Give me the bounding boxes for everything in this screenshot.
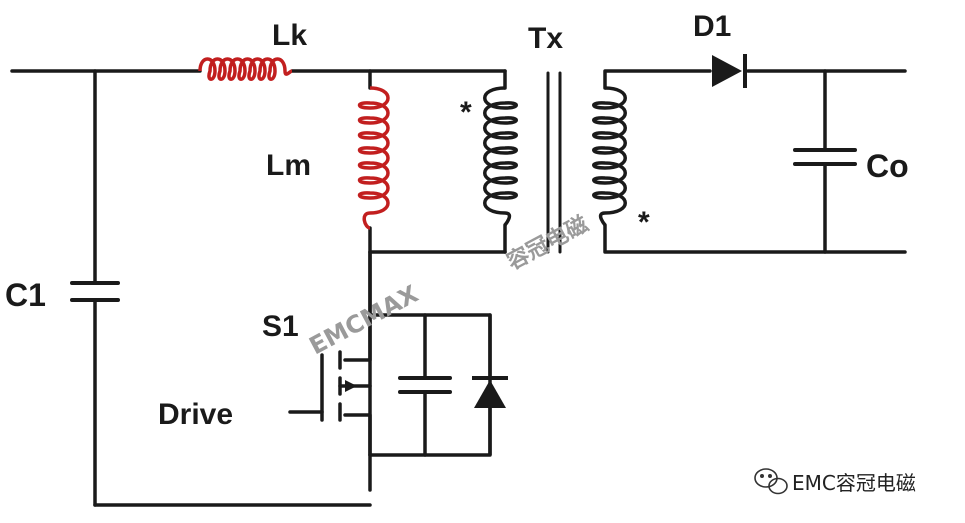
- secondary-top-lead: [603, 69, 712, 90]
- lk-label: Lk: [272, 19, 307, 52]
- tx-label: Tx: [528, 22, 563, 55]
- primary-winding: [483, 86, 518, 227]
- wechat-icon: [754, 468, 788, 495]
- drive-label: Drive: [158, 398, 233, 431]
- s1-label: S1: [262, 310, 299, 343]
- brand-text: EMC容冠电磁: [792, 471, 916, 495]
- d1-diode-triangle: [712, 55, 742, 87]
- secondary-winding: [592, 86, 627, 227]
- s1-source-wire: [343, 413, 372, 457]
- d1-label: D1: [693, 10, 731, 43]
- s1-arrow: [345, 380, 357, 392]
- secondary-bottom-lead: [603, 223, 907, 254]
- snubber-top-wire: [368, 313, 492, 457]
- snubber-diode-triangle: [474, 380, 506, 408]
- co-label: Co: [866, 148, 909, 184]
- lm-inductor-coil: [357, 86, 390, 230]
- lk-inductor-coil: [198, 57, 293, 81]
- c1-label: C1: [5, 277, 46, 313]
- watermark-emcmax: EMCMAX: [305, 280, 424, 361]
- s1-drain-wire: [343, 250, 372, 362]
- secondary-dot-marker: *: [638, 206, 650, 239]
- primary-dot-marker: *: [460, 96, 472, 129]
- lm-label: Lm: [266, 149, 311, 182]
